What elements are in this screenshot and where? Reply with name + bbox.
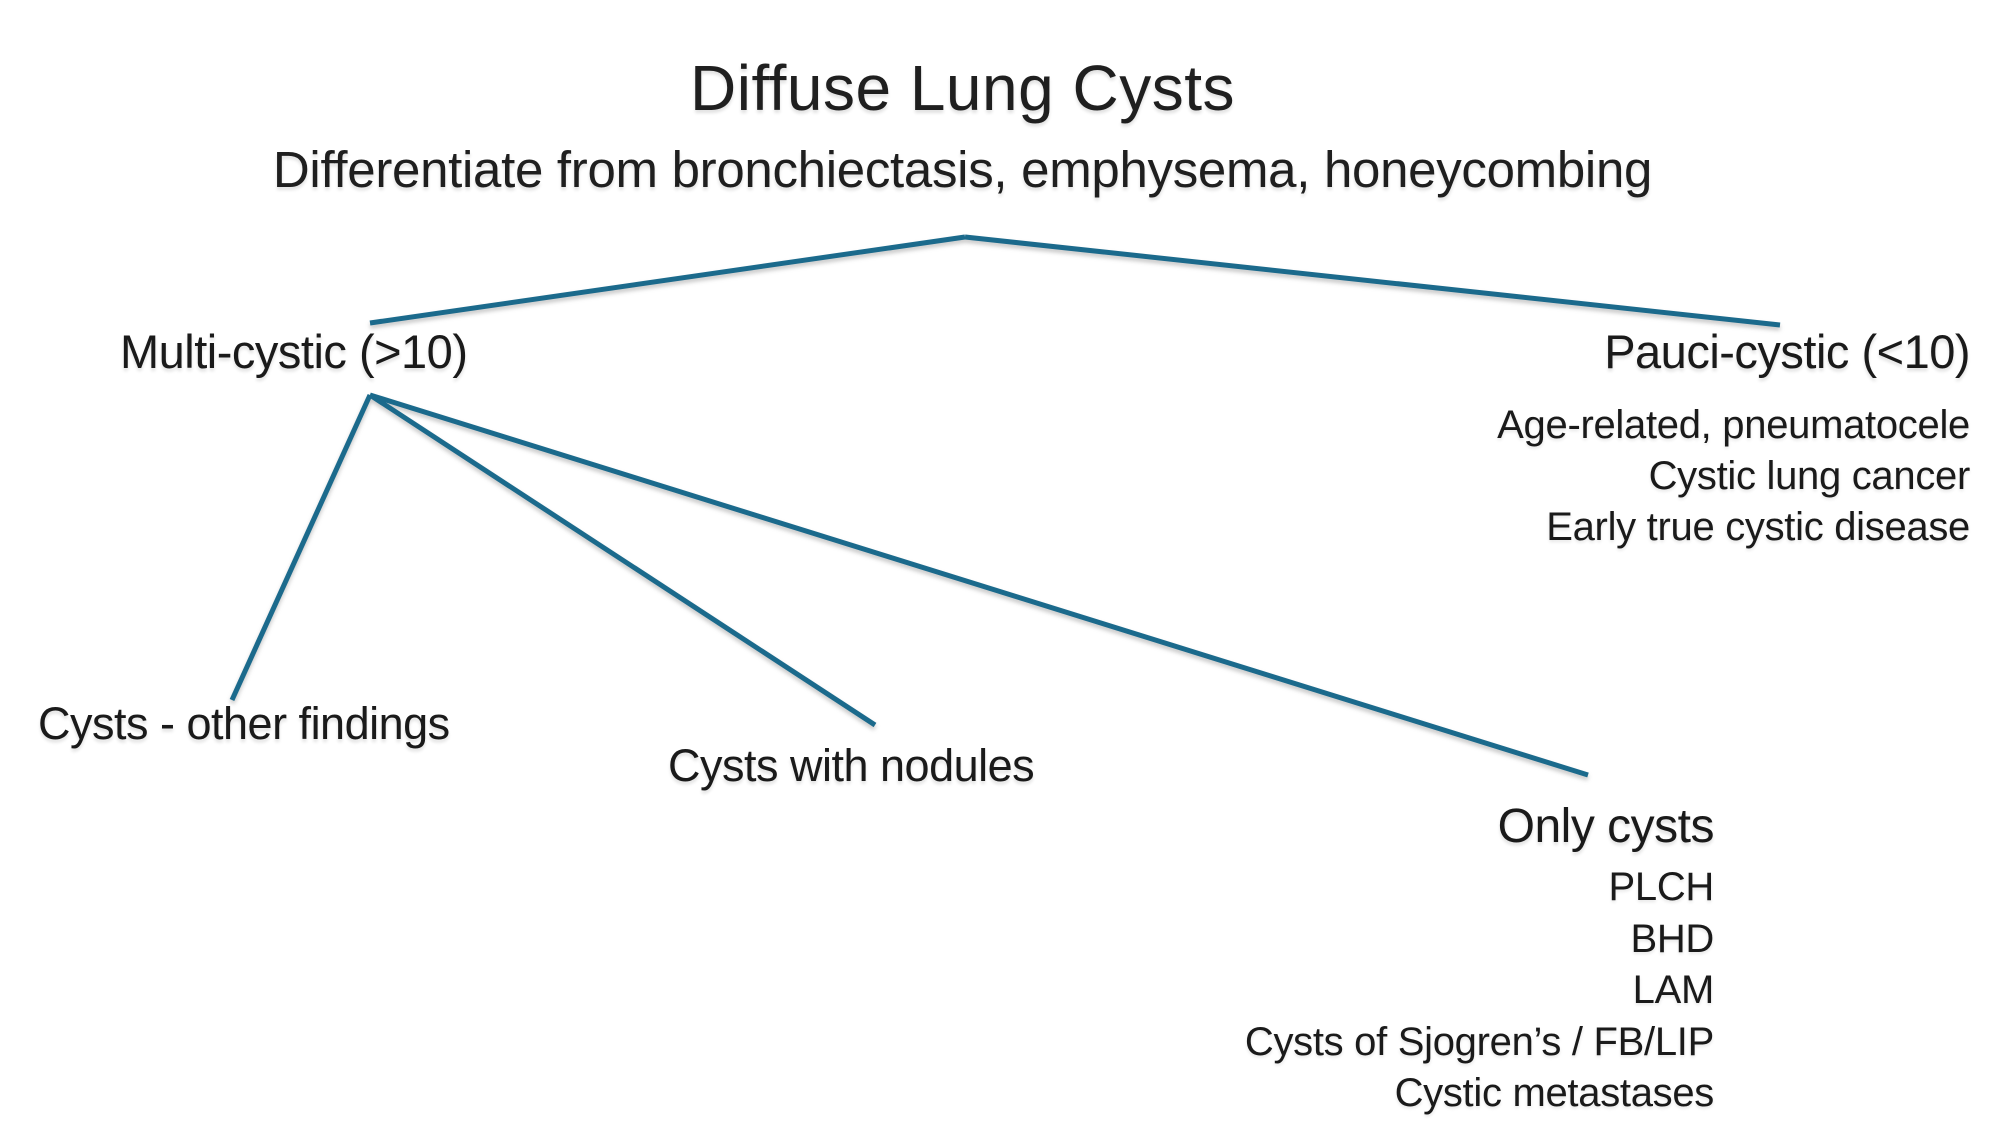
node-only-cysts: Only cysts bbox=[1497, 800, 1715, 853]
list-item: PLCH bbox=[1608, 865, 1715, 909]
connector-line-multi-to-only bbox=[369, 392, 1589, 778]
list-item: BHD bbox=[1630, 916, 1714, 961]
list-item: Cysts of Sjogren’s / FB/LIP bbox=[1244, 1019, 1714, 1064]
page-subtitle: Differentiate from bronchiectasis, emphy… bbox=[272, 141, 1653, 198]
connector-line-multi-to-other bbox=[229, 393, 373, 702]
node-pauci-cystic: Pauci-cystic (<10) bbox=[1604, 325, 1970, 378]
page-title: Diffuse Lung Cysts bbox=[690, 52, 1235, 124]
node-cysts-with-nodules: Cysts with nodules bbox=[668, 740, 1035, 791]
list-item: Age-related, pneumatocele bbox=[1497, 403, 1970, 447]
connector-line-root-to-pauci bbox=[964, 234, 1781, 328]
list-item: LAM bbox=[1632, 968, 1715, 1012]
pauci-cystic-items: Age-related, pneumatocele Cystic lung ca… bbox=[1497, 400, 1970, 553]
only-cysts-items: PLCH BHD LAM Cysts of Sjogren’s / FB/LIP… bbox=[1245, 862, 1714, 1120]
node-multi-cystic: Multi-cystic (>10) bbox=[120, 325, 468, 378]
list-item: Cystic metastases bbox=[1394, 1071, 1715, 1115]
node-cysts-other-findings: Cysts - other findings bbox=[38, 698, 450, 749]
connector-line-multi-to-nodules bbox=[368, 392, 877, 728]
list-item: Cystic lung cancer bbox=[1648, 454, 1971, 498]
connector-line-root-to-multi bbox=[369, 234, 966, 326]
list-item: Early true cystic disease bbox=[1546, 505, 1970, 549]
